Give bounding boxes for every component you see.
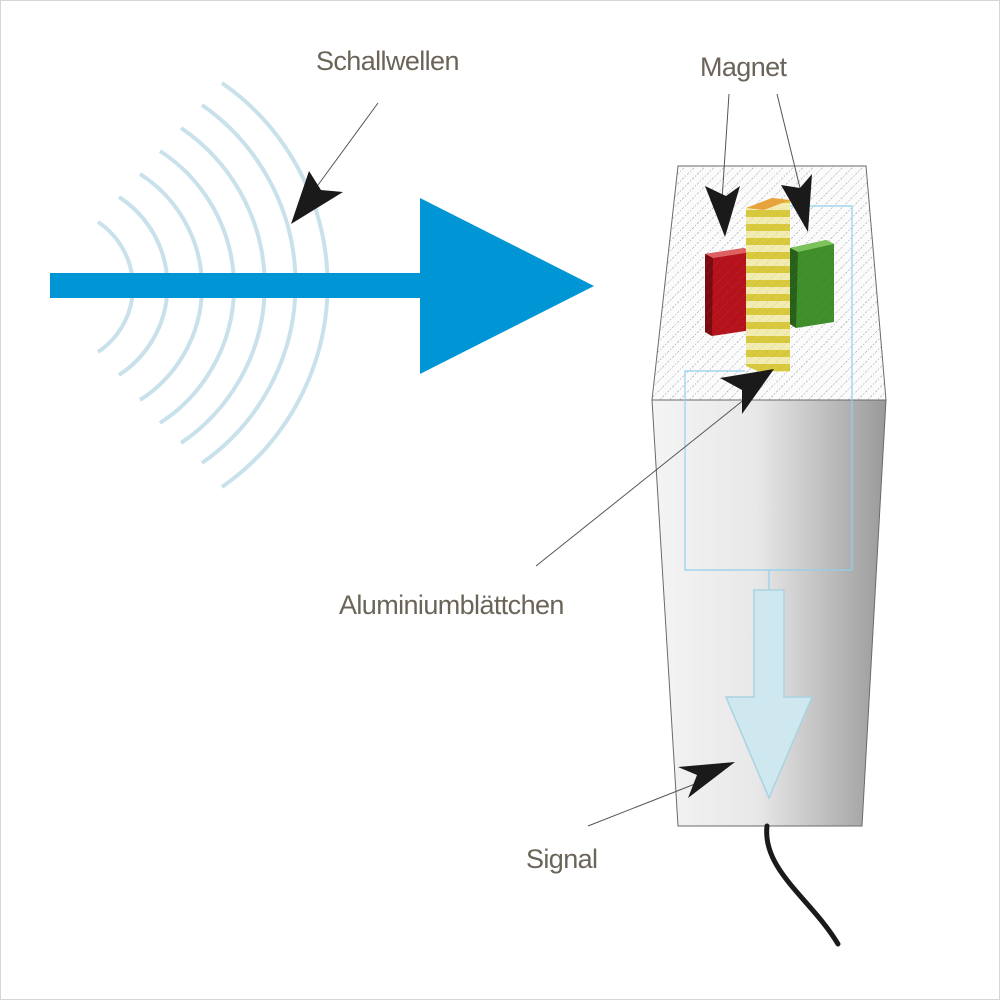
microphone-cable bbox=[764, 823, 841, 947]
sound-direction-arrow bbox=[50, 198, 594, 374]
sound-waves-label: Schallwellen bbox=[316, 46, 459, 76]
magnet-left bbox=[705, 248, 752, 336]
aluminium-foil-label: Aluminiumblättchen bbox=[339, 590, 564, 620]
magnet-right bbox=[790, 240, 834, 328]
magnet-left-pointer-icon bbox=[705, 186, 740, 237]
leader-lines bbox=[317, 93, 801, 827]
aluminium-ribbon bbox=[746, 198, 790, 372]
sound-waves-pointer-icon bbox=[291, 171, 343, 224]
magnet-label: Magnet bbox=[700, 52, 787, 82]
aluminium-pointer-icon bbox=[720, 369, 774, 414]
signal-label: Signal bbox=[526, 844, 598, 874]
signal-pointer-icon bbox=[678, 762, 735, 798]
signal-arrow bbox=[724, 589, 814, 800]
magnet-right-pointer-icon bbox=[781, 174, 812, 232]
